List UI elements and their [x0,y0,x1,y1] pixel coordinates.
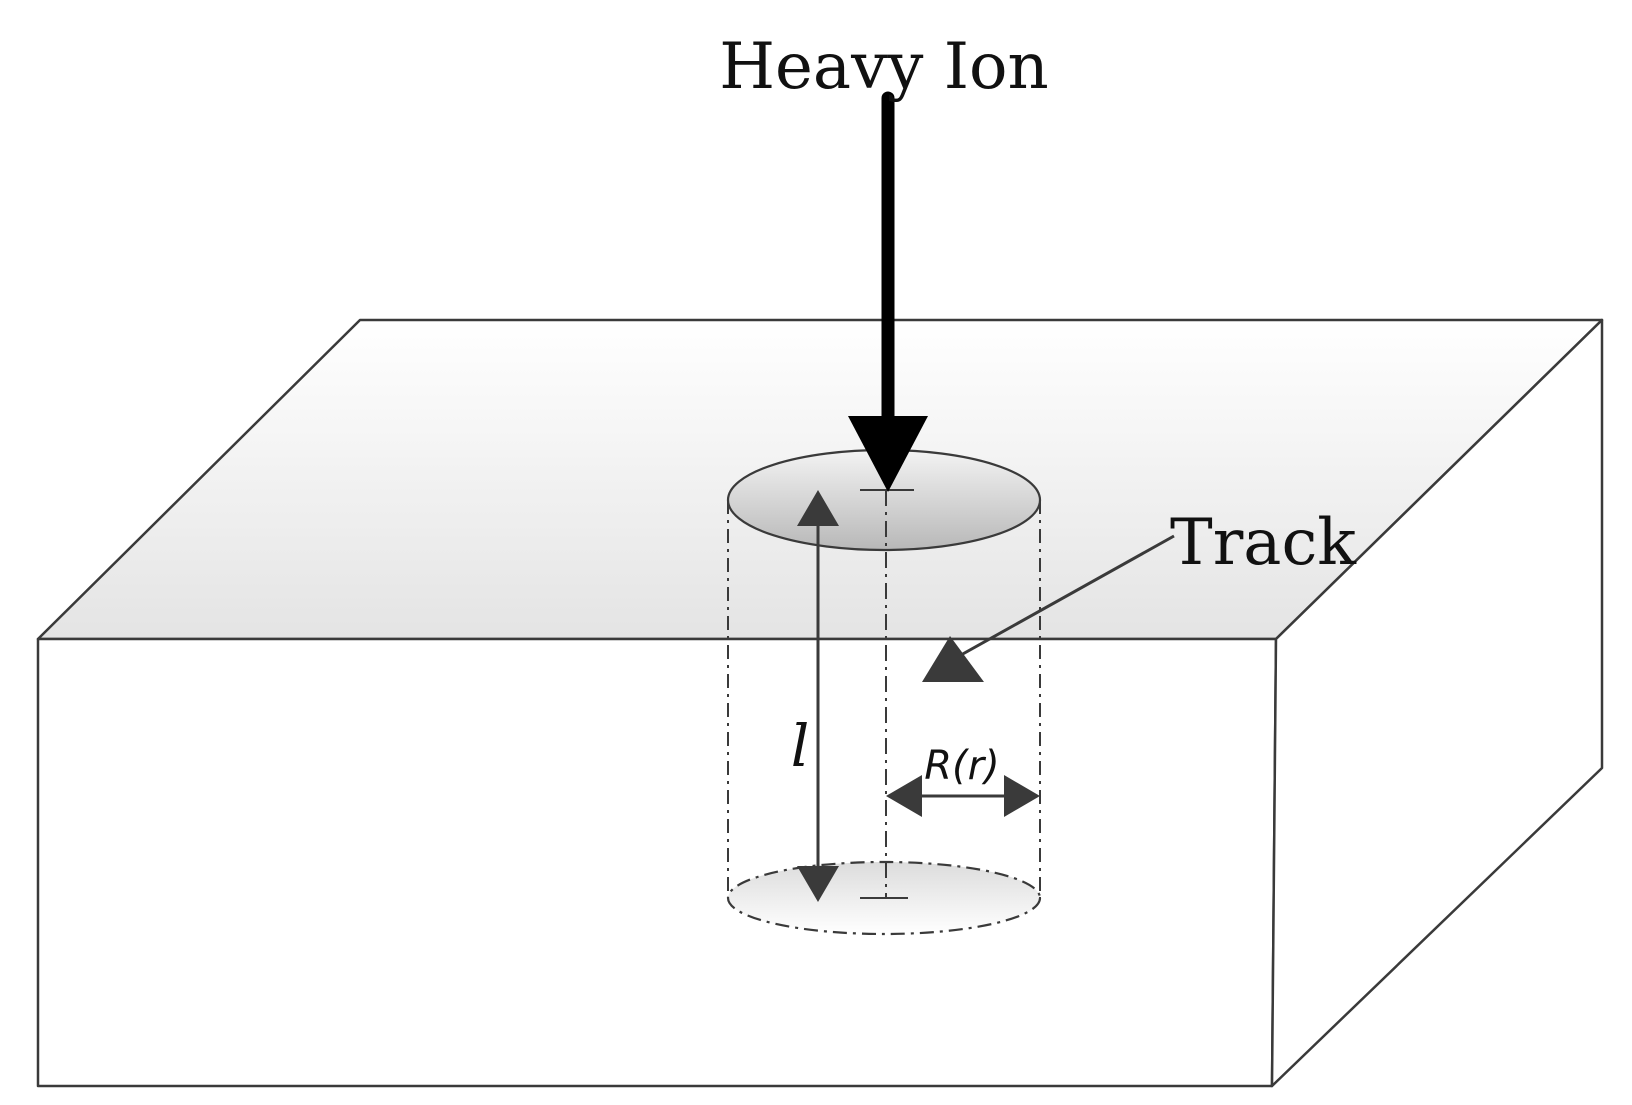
length-arrowhead-top [797,490,839,526]
slab-side-face [1270,318,1604,1088]
radius-label: R(r) [924,743,999,789]
heavy-ion-arrowhead [848,416,928,492]
material-slab [36,318,1604,1088]
radius-dimension-arrow [886,775,1040,817]
track-pointer-arrowhead [922,636,984,682]
length-label: l [791,712,810,780]
length-dimension-arrow [797,490,839,902]
heavy-ion-arrow [848,91,928,492]
track-pointer-arrow [922,534,1175,682]
heavy-ion-label: Heavy Ion [719,30,1049,104]
radius-arrowhead-left [886,775,922,817]
track-label: Track [1170,506,1357,580]
radius-arrowhead-right [1004,775,1040,817]
slab-front-face [36,637,1278,1088]
length-arrowhead-bottom [797,866,839,902]
